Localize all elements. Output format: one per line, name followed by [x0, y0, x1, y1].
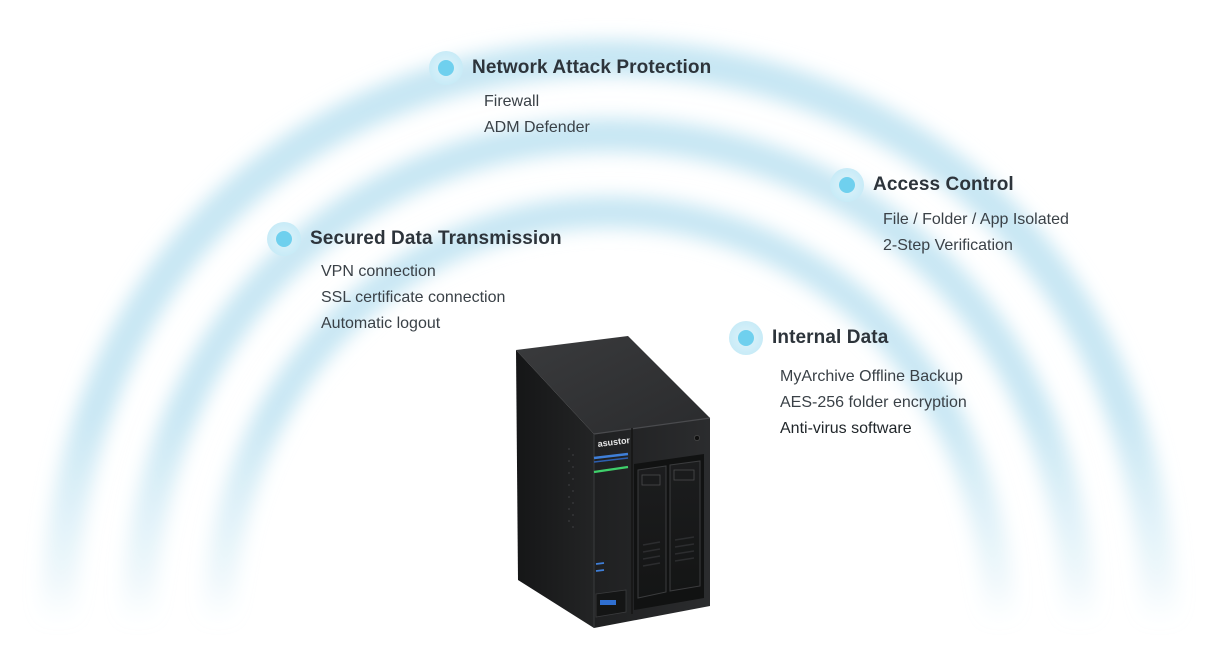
list-item: SSL certificate connection — [321, 289, 506, 306]
list-item: AES-256 folder encryption — [780, 394, 967, 411]
group-network-attack-protection: Network Attack Protection Firewall ADM D… — [429, 51, 711, 141]
group-title: Network Attack Protection — [472, 57, 712, 78]
inner-ring — [202, 195, 1016, 641]
list-item: MyArchive Offline Backup — [780, 368, 963, 385]
group-access-control: Access Control File / Folder / App Isola… — [830, 168, 1069, 259]
drive-tray-right — [669, 460, 701, 592]
status-led-blue — [593, 452, 629, 460]
list-item: Firewall — [484, 93, 540, 110]
device-side — [516, 350, 594, 628]
power-button-icon — [694, 435, 700, 441]
status-led-green — [593, 465, 629, 474]
group-item-list: VPN connection SSL certificate connectio… — [321, 259, 562, 337]
drive-tray-left — [637, 465, 667, 599]
group-title: Access Control — [873, 174, 1014, 195]
device-brand-logo: asustor — [597, 435, 631, 449]
group-item-list: MyArchive Offline Backup AES-256 folder … — [780, 364, 967, 442]
list-item: Anti-virus software — [780, 420, 912, 437]
bullet-dot-icon — [830, 168, 864, 202]
nas-device-image: asustor — [516, 336, 711, 628]
device-top — [516, 336, 710, 434]
bullet-dot-icon — [729, 321, 763, 355]
list-item: ADM Defender — [484, 119, 590, 136]
group-item-list: Firewall ADM Defender — [484, 89, 711, 141]
group-item-list: File / Folder / App Isolated 2-Step Veri… — [883, 207, 1069, 259]
group-secured-data-transmission: Secured Data Transmission VPN connection… — [267, 222, 562, 337]
list-item: Automatic logout — [321, 315, 441, 332]
group-title: Internal Data — [772, 327, 889, 348]
list-item: VPN connection — [321, 263, 436, 280]
group-title: Secured Data Transmission — [310, 228, 562, 249]
outer-ring — [40, 39, 1178, 641]
list-item: File / Folder / App Isolated — [883, 211, 1069, 228]
middle-ring — [121, 117, 1097, 641]
list-item: 2-Step Verification — [883, 237, 1013, 254]
group-internal-data: Internal Data MyArchive Offline Backup A… — [729, 321, 967, 442]
bullet-dot-icon — [429, 51, 463, 85]
bullet-dot-icon — [267, 222, 301, 256]
